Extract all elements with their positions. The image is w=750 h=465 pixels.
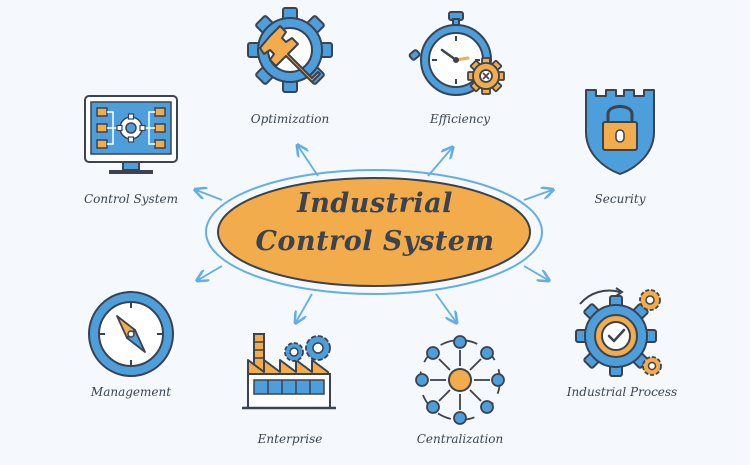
label-enterprise: Enterprise bbox=[257, 432, 323, 446]
connector-arrows bbox=[196, 146, 552, 322]
arrow-management bbox=[198, 265, 223, 280]
label-industrial-process: Industrial Process bbox=[566, 385, 678, 399]
arrow-security bbox=[523, 190, 552, 201]
arrow-efficiency bbox=[427, 148, 452, 177]
gears-checkmark-icon bbox=[575, 287, 662, 377]
arrow-control-system bbox=[196, 190, 223, 201]
label-efficiency: Efficiency bbox=[430, 112, 490, 126]
arrow-enterprise bbox=[296, 293, 313, 322]
arrow-industrial-process bbox=[523, 265, 548, 280]
label-optimization: Optimization bbox=[250, 112, 330, 126]
hub-network-icon bbox=[415, 335, 505, 425]
gear-wrench-icon bbox=[247, 7, 333, 93]
factory-gears-icon bbox=[242, 333, 336, 410]
compass-icon bbox=[88, 291, 174, 377]
label-control-system: Control System bbox=[83, 192, 179, 206]
arrow-centralization bbox=[435, 293, 456, 322]
center-title-line2: Control System bbox=[255, 226, 495, 257]
shield-padlock-icon bbox=[585, 89, 655, 175]
monitor-flowchart-icon bbox=[84, 95, 178, 174]
label-security: Security bbox=[594, 192, 646, 206]
label-centralization: Centralization bbox=[416, 432, 504, 446]
arrow-optimization bbox=[298, 146, 319, 177]
stopwatch-gear-icon bbox=[408, 11, 505, 96]
label-management: Management bbox=[90, 385, 172, 399]
center-title-line1: Industrial bbox=[297, 188, 453, 219]
central-ellipse bbox=[205, 169, 543, 295]
